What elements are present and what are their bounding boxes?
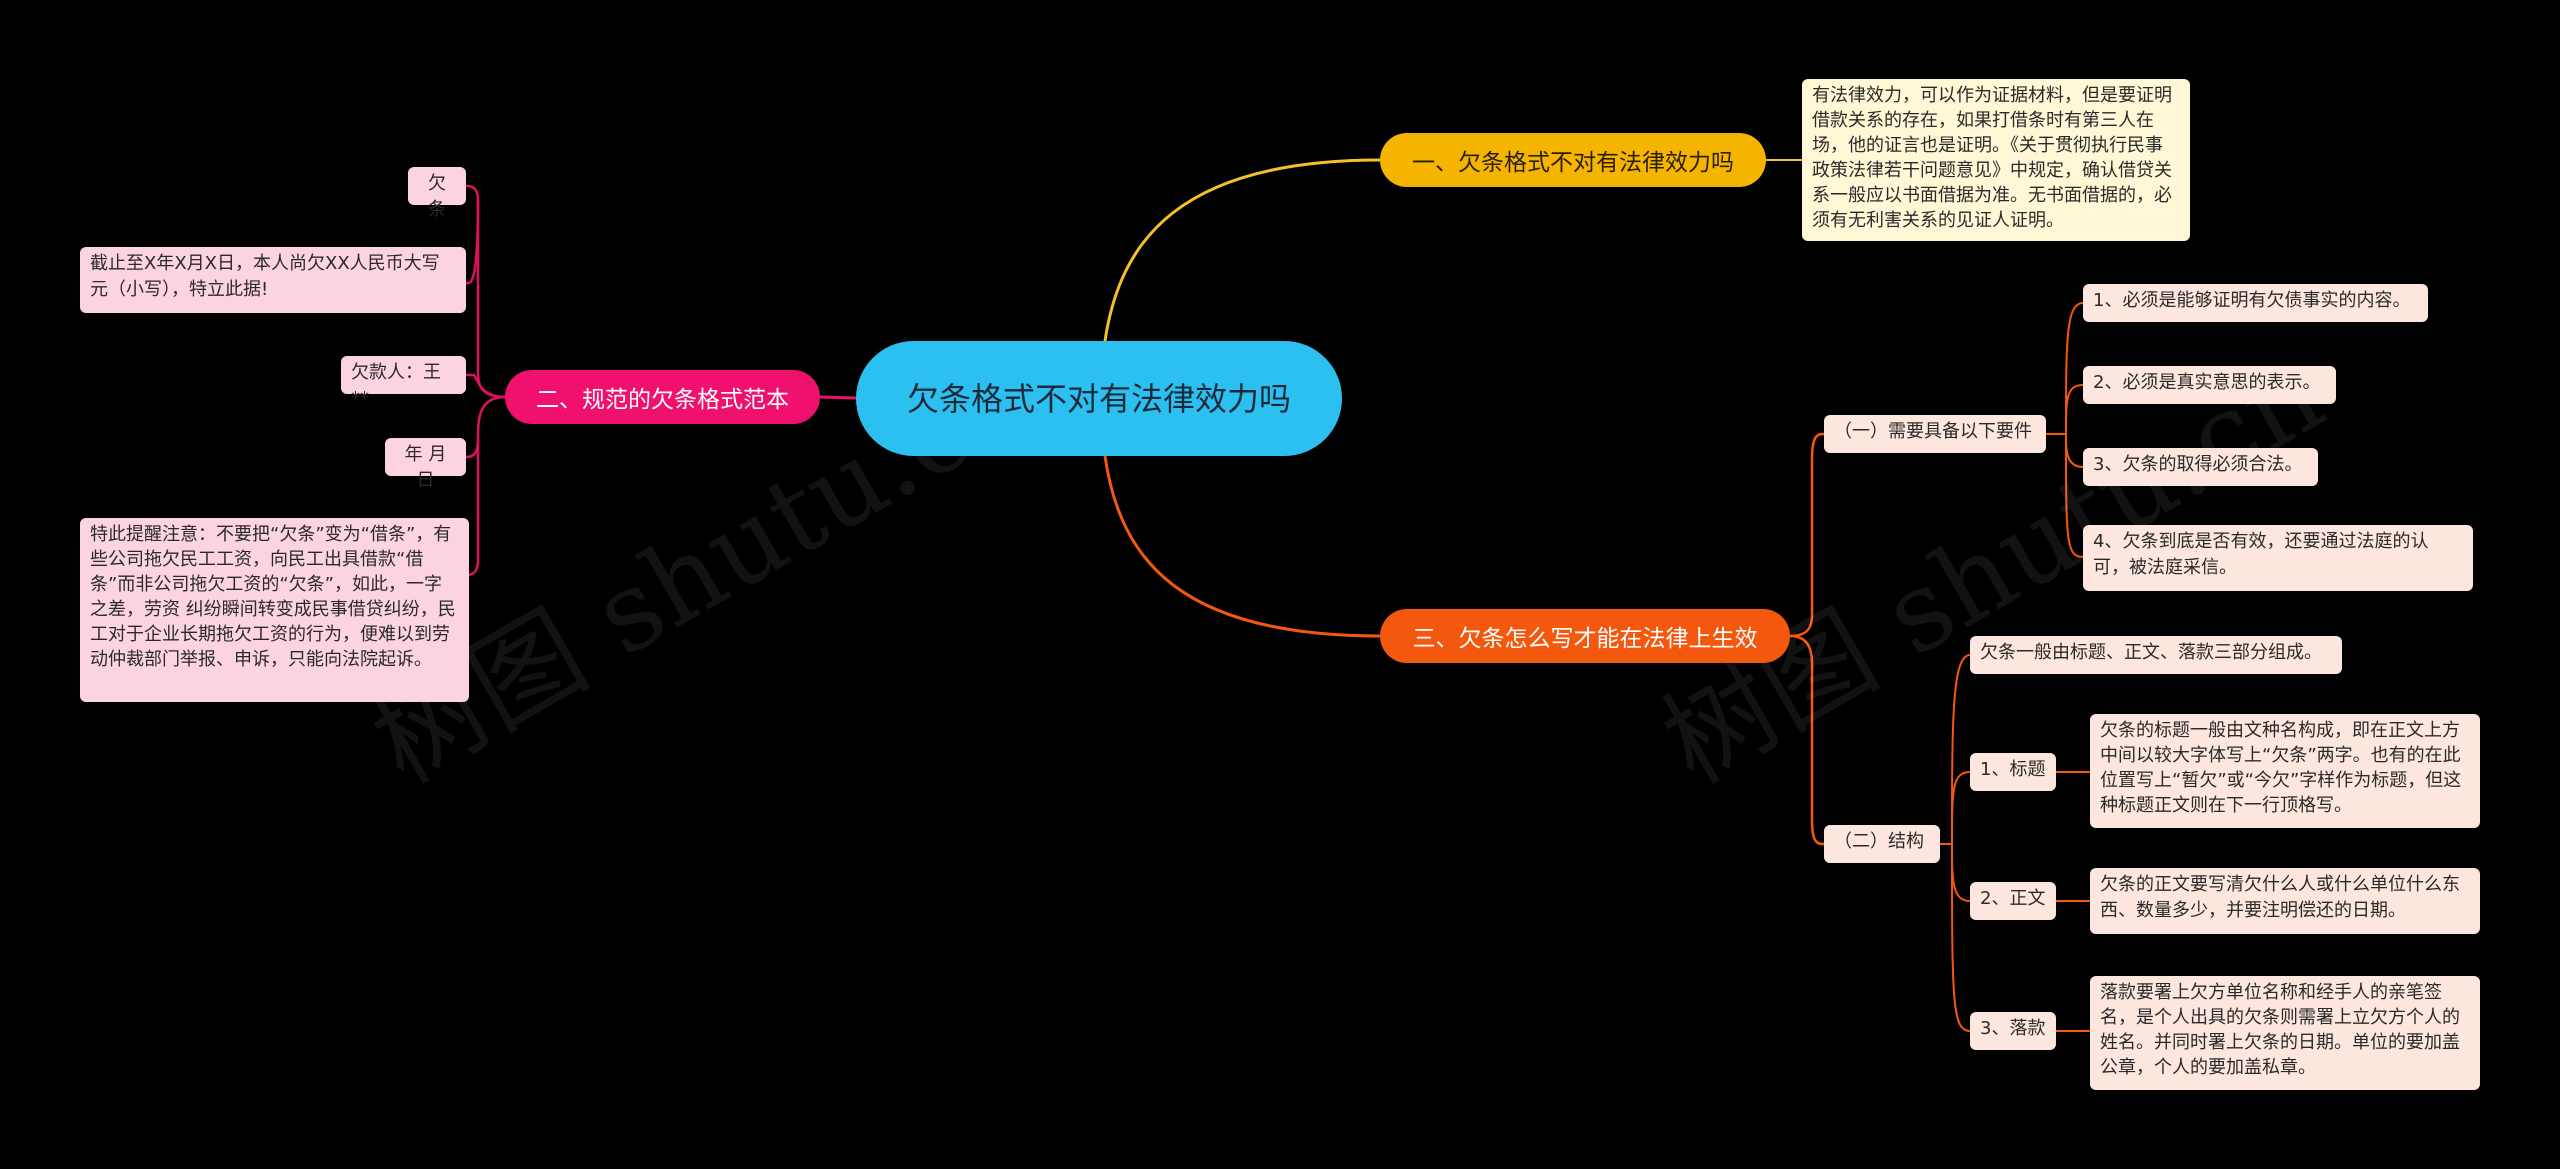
- central-topic-title: 欠条格式不对有法律效力吗: [906, 379, 1291, 418]
- b2-item-reminder[interactable]: 特此提醒注意：不要把“欠条”变为“借条”，有些公司拖欠民工工资，向民工出具借款“…: [80, 518, 469, 702]
- link-center-b3: [1103, 455, 1381, 638]
- sub2-links: [1940, 654, 2090, 1032]
- b3-sub1-item-2[interactable]: 2、必须是真实意思的表示。: [2083, 366, 2336, 404]
- b3-sub2-part-3-label[interactable]: 3、落款: [1970, 1012, 2056, 1050]
- link-center-b2: [819, 395, 857, 400]
- b2-links: [465, 184, 506, 577]
- link-center-b1: [1103, 158, 1381, 342]
- b3-sub1-item-1[interactable]: 1、必须是能够证明有欠债事实的内容。: [2083, 284, 2428, 322]
- branch-2-topic[interactable]: 二、规范的欠条格式范本: [505, 370, 820, 424]
- b3-sub1-item-3[interactable]: 3、欠条的取得必须合法。: [2083, 448, 2318, 486]
- branch-1-topic[interactable]: 一、欠条格式不对有法律效力吗: [1380, 133, 1766, 187]
- b2-item-date[interactable]: 年 月 日: [385, 438, 466, 491]
- b3-sub2-part-2-text[interactable]: 欠条的正文要写清欠什么人或什么单位什么东西、数量多少，并要注明偿还的日期。: [2090, 868, 2480, 934]
- b3-links: [1789, 432, 1825, 846]
- b3-sub2-part-1-text[interactable]: 欠条的标题一般由文种名构成，即在正文上方中间以较大字体写上“欠条”两字。也有的在…: [2090, 714, 2480, 828]
- branch-3-topic[interactable]: 三、欠条怎么写才能在法律上生效: [1380, 609, 1790, 663]
- b2-item-body[interactable]: 截止至X年X月X日，本人尚欠XX人民币大写元（小写），特立此据!: [80, 247, 466, 313]
- b3-sub2-part-3-text[interactable]: 落款要署上欠方单位名称和经手人的亲笔签名，是个人出具的欠条则需署上立欠方个人的姓…: [2090, 976, 2480, 1090]
- b3-sub2-part-2-label[interactable]: 2、正文: [1970, 882, 2056, 920]
- branch-1-note[interactable]: 有法律效力，可以作为证据材料，但是要证明借款关系的存在，如果打借条时有第三人在场…: [1802, 79, 2190, 241]
- b3-sub2-intro[interactable]: 欠条一般由标题、正文、落款三部分组成。: [1970, 636, 2342, 674]
- b2-item-debtor[interactable]: 欠款人：王**: [341, 356, 466, 409]
- b3-sub2-part-1-label[interactable]: 1、标题: [1970, 753, 2056, 791]
- b3-sub1-label[interactable]: （一）需要具备以下要件: [1824, 415, 2046, 453]
- b2-item-title[interactable]: 欠 条: [408, 167, 466, 220]
- b3-sub1-item-4[interactable]: 4、欠条到底是否有效，还要通过法庭的认可，被法庭采信。: [2083, 525, 2473, 591]
- central-topic[interactable]: 欠条格式不对有法律效力吗: [856, 341, 1342, 456]
- b3-sub2-label[interactable]: （二）结构: [1824, 825, 1940, 863]
- sub1-links: [2046, 302, 2084, 558]
